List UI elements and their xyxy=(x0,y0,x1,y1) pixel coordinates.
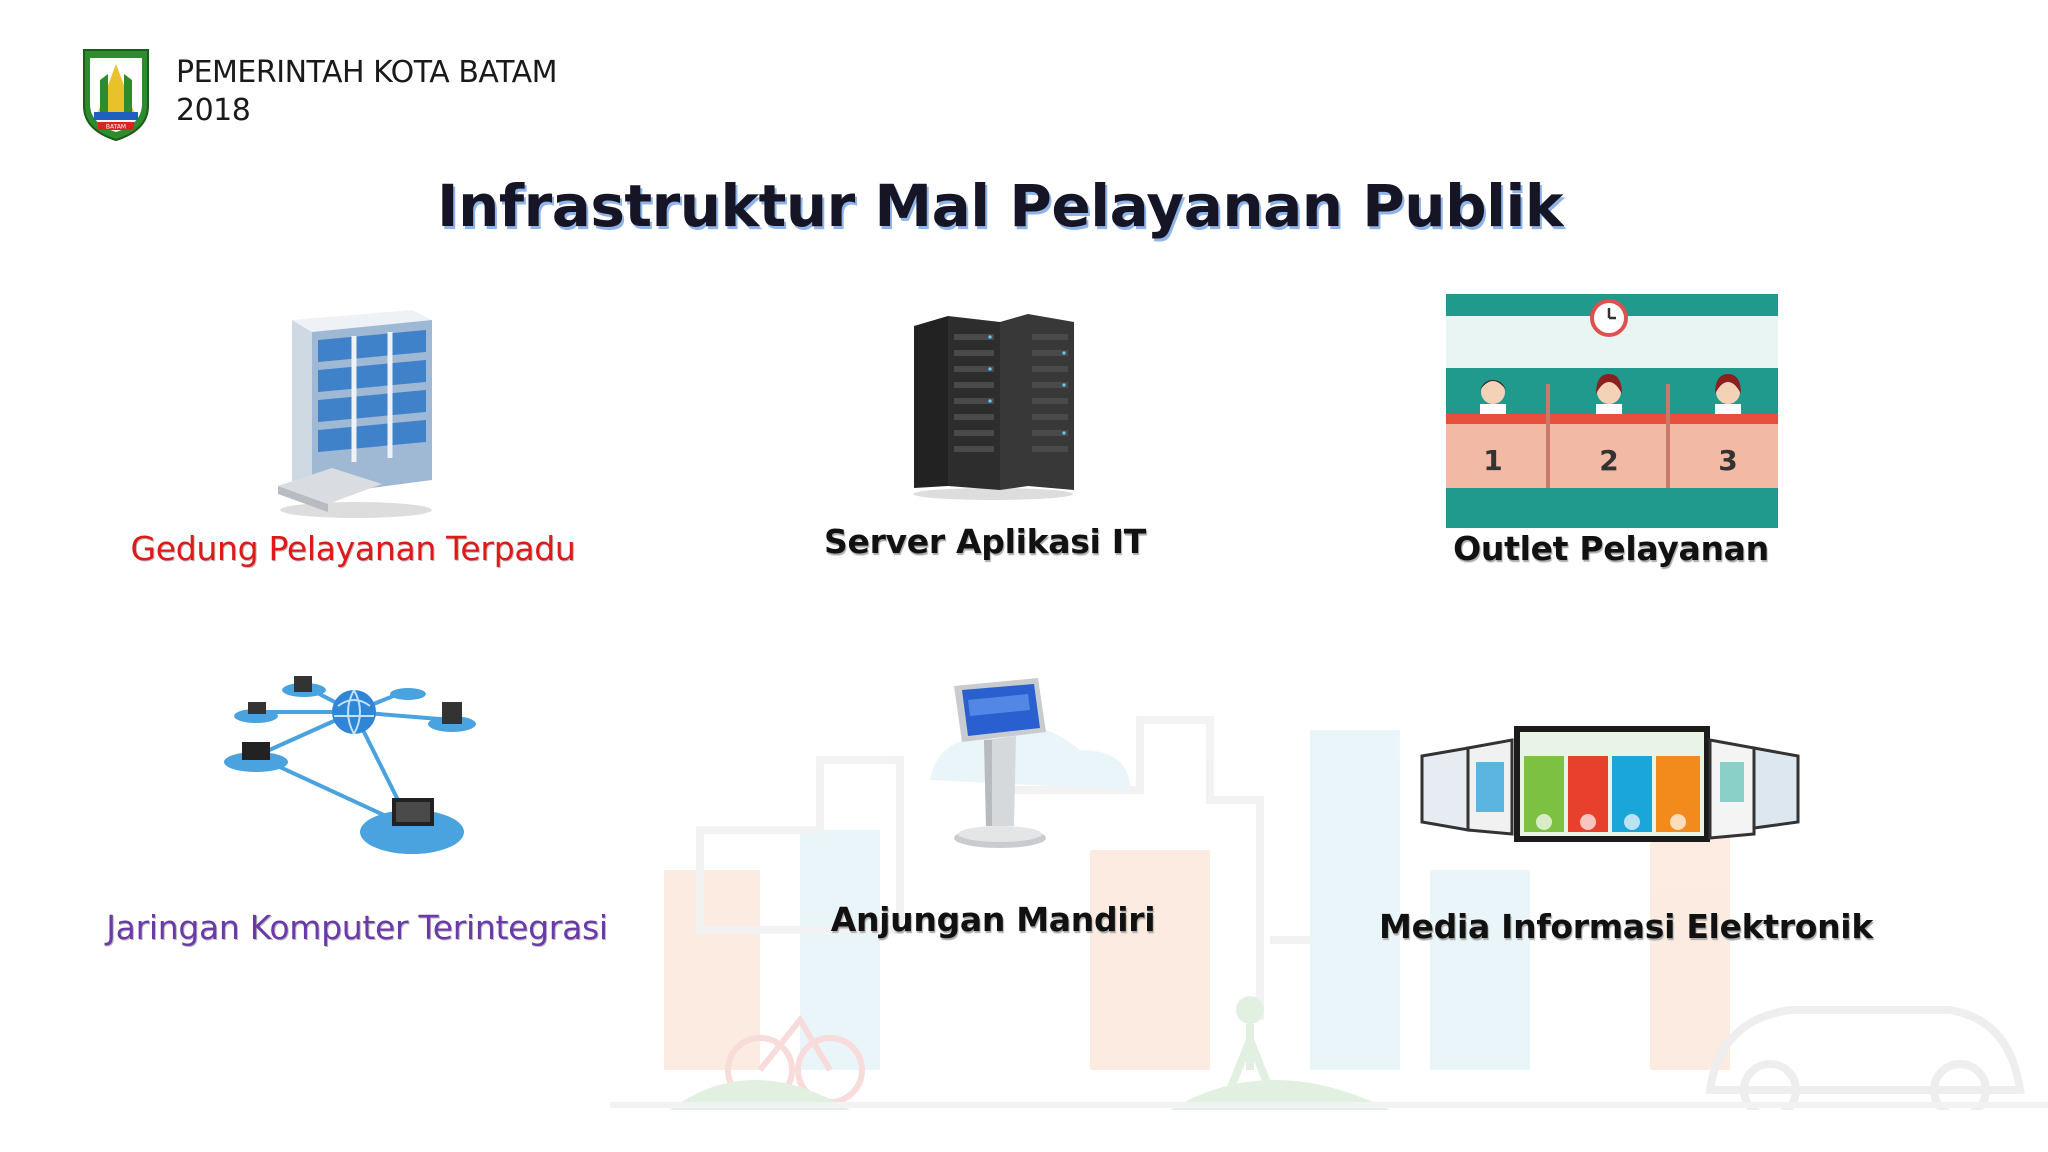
svg-text:1: 1 xyxy=(1483,444,1502,477)
caption-server-aplikasi-it: Server Aplikasi IT xyxy=(824,522,1146,561)
org-name: PEMERINTAH KOTA BATAM xyxy=(176,55,558,90)
org-year: 2018 xyxy=(176,93,251,128)
svg-text:3: 3 xyxy=(1718,444,1737,477)
caption-anjungan-mandiri: Anjungan Mandiri xyxy=(830,900,1156,939)
digital-signage-icon xyxy=(1420,726,1800,842)
building-icon xyxy=(278,310,432,518)
caption-jaringan-komputer-terintegrasi: Jaringan Komputer Terintegrasi xyxy=(106,908,608,947)
city-background-illustration xyxy=(610,716,2048,1110)
page-title: Infrastruktur Mal Pelayanan Publik xyxy=(437,172,1563,240)
caption-gedung-pelayanan-terpadu: Gedung Pelayanan Terpadu xyxy=(130,529,576,568)
server-rack-icon xyxy=(913,314,1074,500)
svg-text:2: 2 xyxy=(1599,444,1618,477)
svg-text:BATAM: BATAM xyxy=(106,124,126,131)
batam-city-emblem-icon: BATAM xyxy=(83,49,149,142)
caption-media-informasi-elektronik: Media Informasi Elektronik xyxy=(1379,907,1873,946)
organization-header: PEMERINTAH KOTA BATAM 2018 xyxy=(176,54,558,130)
caption-outlet-pelayanan: Outlet Pelayanan xyxy=(1453,529,1769,568)
kiosk-icon xyxy=(954,678,1046,848)
service-counter-icon: 1 2 3 xyxy=(1446,294,1778,528)
network-icon xyxy=(224,676,476,854)
